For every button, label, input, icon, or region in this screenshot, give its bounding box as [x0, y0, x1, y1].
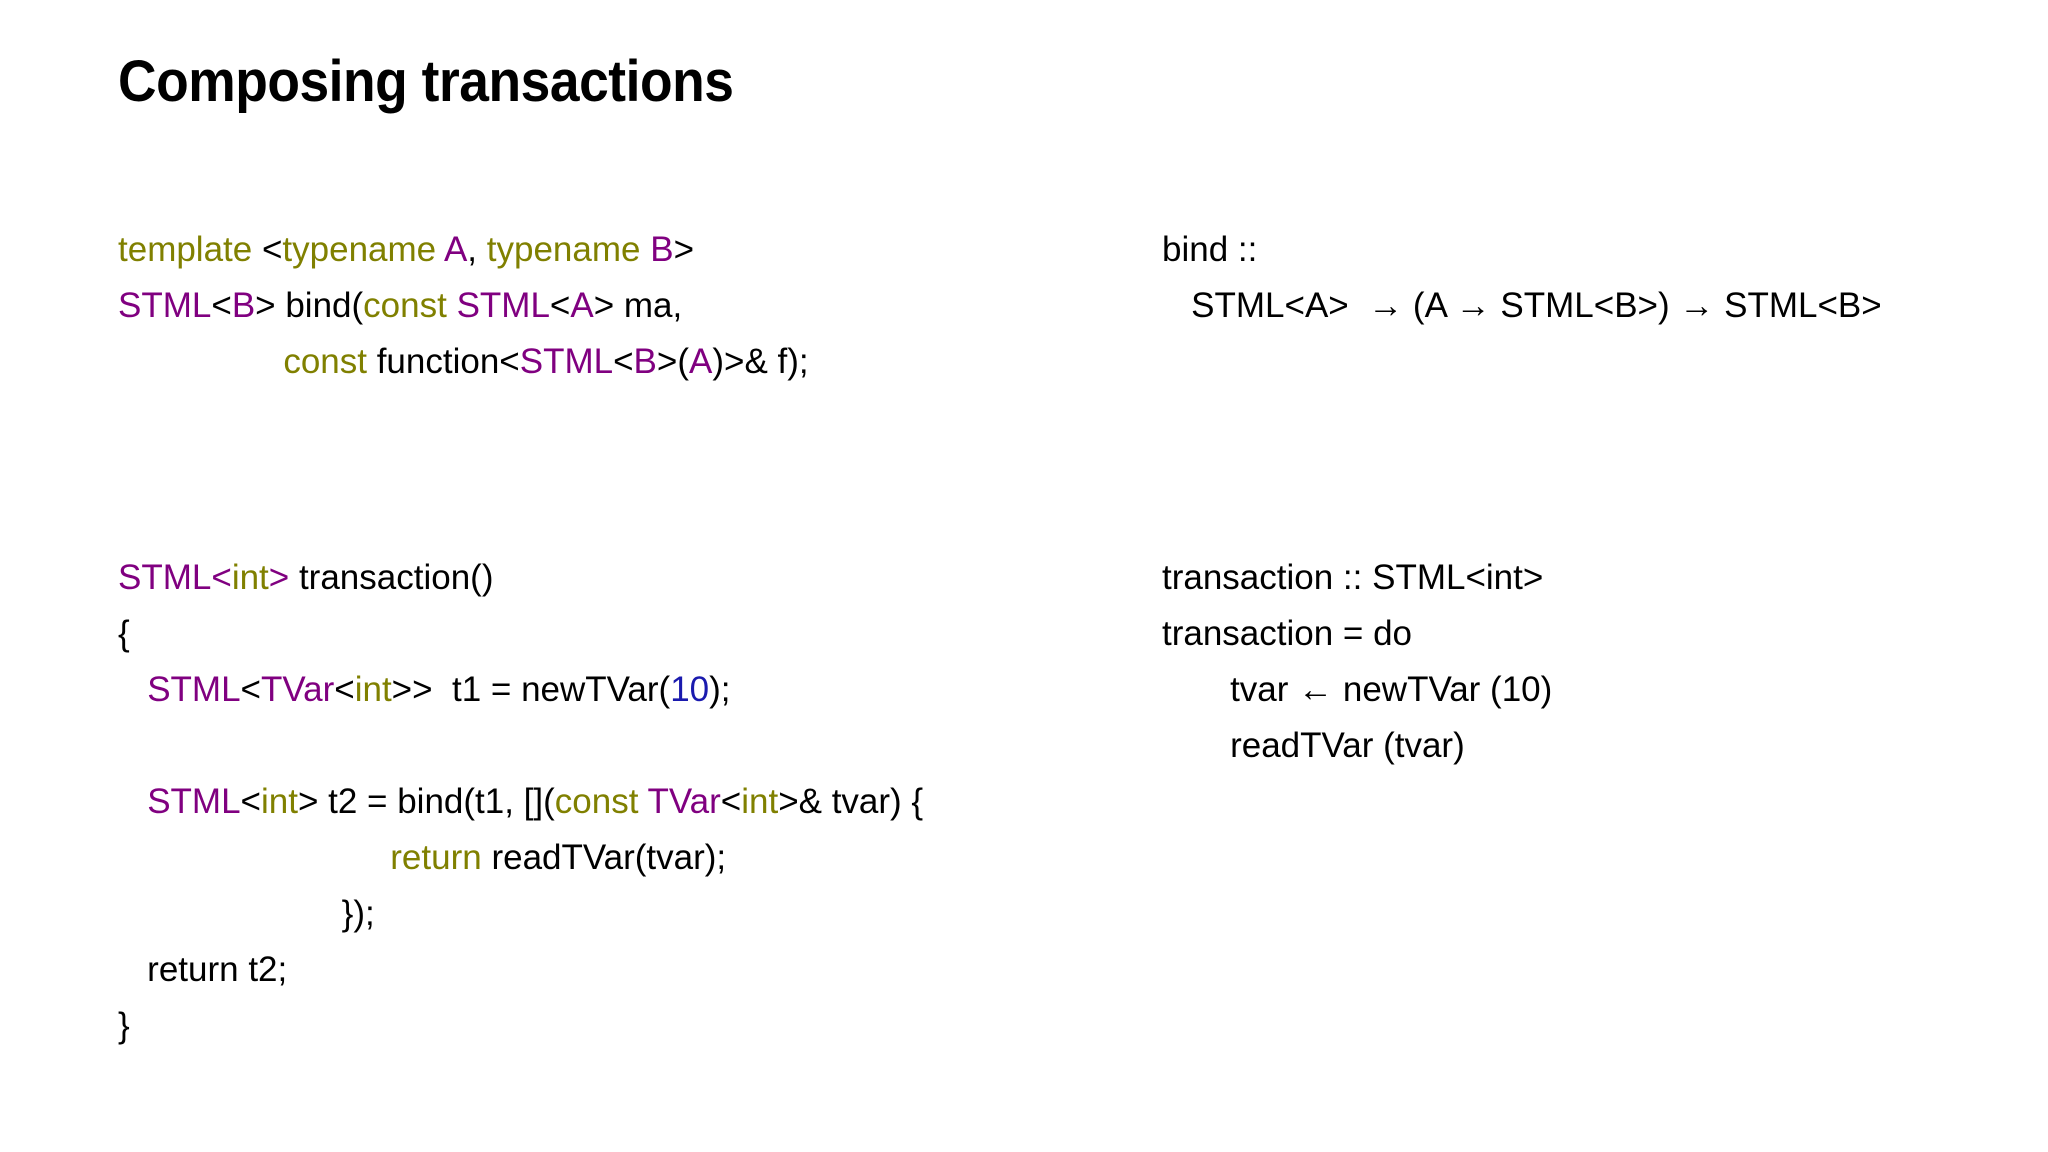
code-token: A — [689, 342, 713, 381]
cpp-signature-code-block: template <typename A, typename B>STML<B>… — [118, 222, 809, 390]
code-token: const — [363, 286, 447, 325]
code-line — [118, 718, 923, 774]
page-title: Composing transactions — [118, 49, 734, 114]
notation-line: readTVar (tvar) — [1162, 726, 1465, 765]
haskell-signature-block: bind :: STML<A> → (A → STML<B>) → STML<B… — [1162, 222, 1882, 334]
code-token: > — [673, 230, 695, 269]
code-token: , — [467, 230, 487, 269]
code-token: } — [118, 1006, 130, 1045]
code-token: ); — [709, 670, 731, 709]
code-line: STML<int> transaction() — [118, 550, 923, 606]
code-token: >> t1 = newTVar( — [391, 670, 671, 709]
code-token — [640, 230, 650, 269]
code-line: }); — [118, 886, 923, 942]
code-token: >& tvar) { — [778, 782, 924, 821]
code-line: template <typename A, typename B> — [118, 222, 809, 278]
code-token: int — [354, 670, 392, 709]
notation-line: STML<A> → (A → STML<B>) → STML<B> — [1162, 286, 1882, 325]
code-token: < — [549, 286, 571, 325]
code-token: template — [118, 230, 253, 269]
code-token — [118, 342, 283, 381]
code-token: < — [211, 286, 232, 325]
code-token: return — [390, 838, 482, 877]
code-token: STML — [456, 286, 550, 325]
code-token: typename — [486, 230, 641, 269]
code-token: STML — [118, 286, 212, 325]
code-token: STML — [519, 342, 614, 381]
code-token: < — [211, 558, 232, 597]
code-token: }); — [118, 894, 375, 933]
code-token: < — [240, 670, 261, 709]
code-token: transaction() — [289, 558, 494, 597]
code-token: readTVar(tvar); — [481, 838, 727, 877]
code-token: STML — [147, 670, 241, 709]
code-token: < — [252, 230, 283, 269]
code-token: > bind( — [255, 286, 364, 325]
code-token: B — [650, 230, 674, 269]
code-token: < — [240, 782, 261, 821]
code-token — [436, 230, 444, 269]
code-token — [118, 782, 147, 821]
code-token: B — [633, 342, 657, 381]
code-token: int — [261, 782, 298, 821]
code-token: < — [613, 342, 634, 381]
code-token: A — [570, 286, 594, 325]
code-token — [447, 286, 457, 325]
code-token: STML — [147, 782, 241, 821]
code-token: function< — [366, 342, 520, 381]
code-token: TVar — [261, 670, 335, 709]
code-token: { — [118, 614, 130, 653]
code-token: TVar — [647, 782, 721, 821]
code-token: int — [231, 558, 269, 597]
code-token: > — [268, 558, 290, 597]
code-token — [638, 782, 647, 821]
code-token: const — [554, 782, 639, 821]
notation-line: bind :: — [1162, 230, 1258, 269]
code-token: >( — [656, 342, 689, 381]
code-token: int — [741, 782, 779, 821]
code-line: return t2; — [118, 942, 923, 998]
code-token: B — [231, 286, 256, 325]
haskell-implementation-block: transaction :: STML<int>transaction = do… — [1162, 550, 1552, 774]
code-line: STML<TVar<int>> t1 = newTVar(10); — [118, 662, 923, 718]
notation-line: transaction :: STML<int> — [1162, 558, 1544, 597]
code-line: STML<int> t2 = bind(t1, [](const TVar<in… — [118, 774, 923, 830]
code-token — [118, 670, 147, 709]
code-token: const — [283, 342, 367, 381]
code-line: STML<B> bind(const STML<A> ma, — [118, 278, 809, 334]
code-token: 10 — [670, 670, 710, 709]
cpp-implementation-code-block: STML<int> transaction(){ STML<TVar<int>>… — [118, 550, 923, 1054]
code-token: )>& f); — [712, 342, 809, 381]
code-token: > ma, — [593, 286, 683, 325]
code-line: return readTVar(tvar); — [118, 830, 923, 886]
code-line: { — [118, 606, 923, 662]
code-token: < — [720, 782, 742, 821]
code-token: < — [334, 670, 355, 709]
code-line: const function<STML<B>(A)>& f); — [118, 334, 809, 390]
code-token: STML — [118, 558, 212, 597]
code-line: } — [118, 998, 923, 1054]
code-token: A — [443, 230, 468, 269]
code-token: typename — [282, 230, 437, 269]
notation-line: transaction = do — [1162, 614, 1413, 653]
code-token: return t2; — [118, 950, 288, 989]
notation-line: tvar ← newTVar (10) — [1162, 670, 1553, 709]
code-token: > t2 = bind(t1, []( — [297, 782, 555, 821]
code-token — [118, 838, 390, 877]
